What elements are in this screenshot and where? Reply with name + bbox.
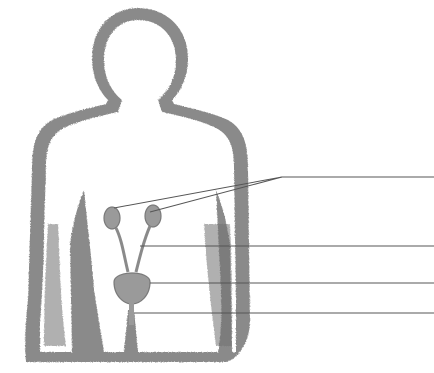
urethra [129, 303, 134, 325]
left-kidney [104, 207, 120, 229]
right-kidney [145, 205, 161, 227]
